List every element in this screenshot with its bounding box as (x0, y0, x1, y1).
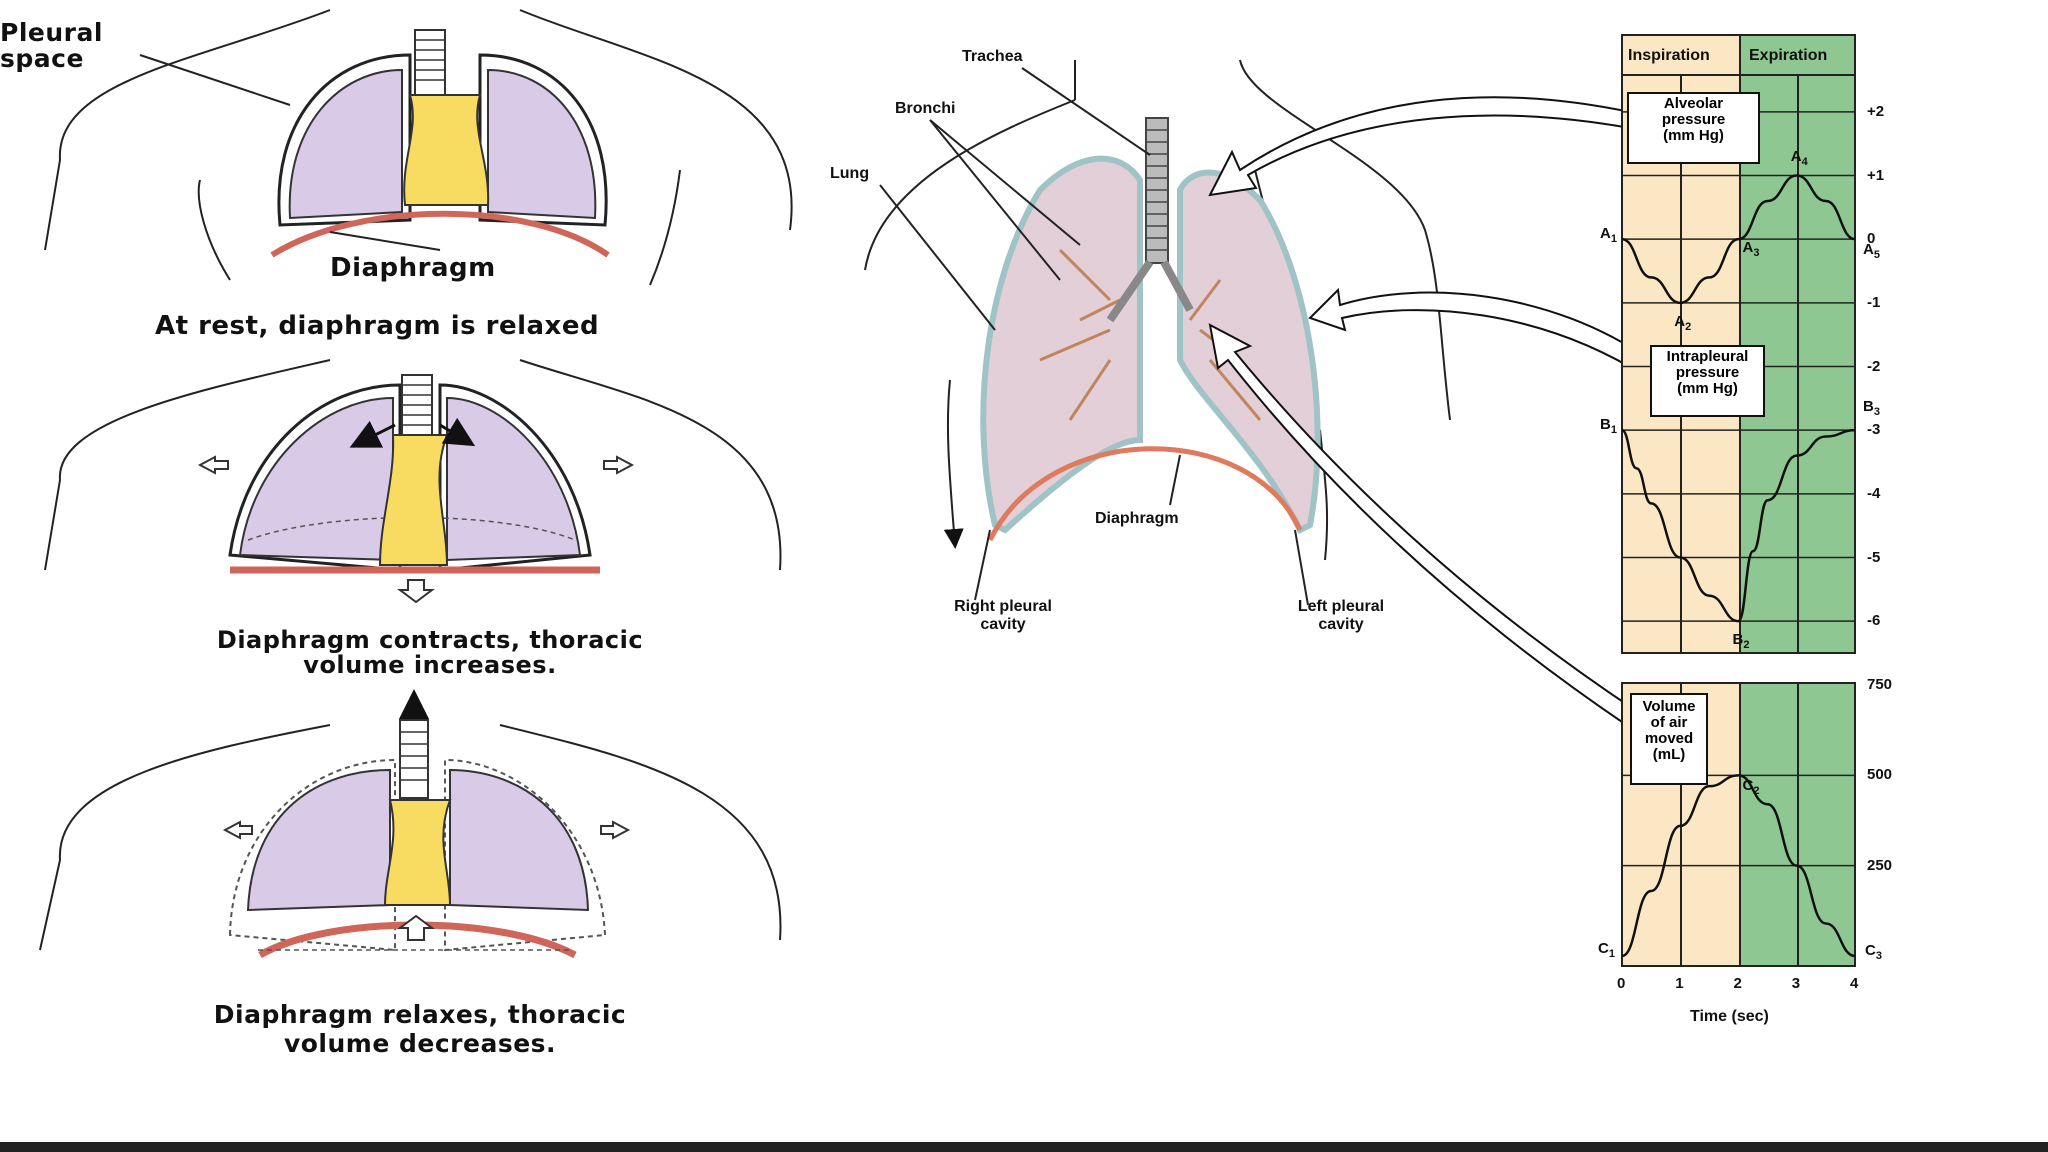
time-axis-label: Time (sec) (1690, 1008, 1769, 1025)
thorax-relaxed-diagram (39, 689, 782, 959)
pleural-space-label: Pleural space (0, 18, 103, 73)
point-label: A4 (1790, 147, 1808, 168)
point-label: A1 (1600, 225, 1617, 246)
right-pleural-cavity-label: Right pleural cavity (954, 598, 1052, 633)
thorax-at-rest-diagram (44, 9, 793, 286)
intrapleural-pressure-curve (1621, 428, 1856, 623)
expand-left-arrow-icon (197, 455, 229, 475)
point-label: C2 (1742, 777, 1760, 798)
lungs-anatomy-diagram (864, 59, 1451, 606)
pressure-y-tick: +2 (1867, 102, 1885, 120)
point-label: C3 (1865, 942, 1882, 962)
alveolar-pointer-arrow-icon (1208, 96, 1631, 197)
alveolar-pressure-curve (1621, 174, 1856, 305)
diaphragm-down-arrow-icon (397, 579, 435, 604)
contract-right-arrow-icon (600, 820, 631, 840)
bottom-frame-bar (0, 1142, 2048, 1152)
inspiration-label: Inspiration (1628, 47, 1710, 64)
volume-pointer-arrow-icon (1208, 323, 1637, 726)
point-label: B1 (1600, 416, 1617, 437)
diaphragm-label: Diaphragm (330, 253, 496, 283)
pressure-y-tick: -4 (1867, 484, 1881, 502)
alveolar-pressure-box: Alveolar pressure (mm Hg) (1627, 92, 1760, 164)
bronchi-label: Bronchi (895, 100, 956, 117)
diaphragm-illustration (987, 446, 1303, 542)
pressure-y-tick: -1 (1867, 293, 1881, 311)
volume-curve (1621, 774, 1856, 958)
pressure-y-tick: 0 (1867, 230, 1876, 248)
graph-pointer-arrows (1208, 96, 1652, 726)
pressure-y-tick: -6 (1867, 612, 1881, 630)
trachea-shape (414, 29, 446, 96)
pressure-y-tick: -2 (1867, 357, 1881, 375)
diaphragm-relaxed-line (270, 210, 610, 258)
time-x-tick: 3 (1791, 975, 1801, 992)
point-label: B3 (1863, 398, 1880, 419)
left-lung-shape (487, 68, 597, 220)
pressure-y-tick: -3 (1867, 421, 1881, 439)
right-lung-shape (288, 68, 403, 220)
pleural-space-pointer (139, 54, 291, 106)
caption-diaphragm-relaxes: Diaphragm relaxes, thoracic volume decre… (213, 1000, 627, 1058)
left-pleural-cavity-label: Left pleural cavity (1297, 598, 1385, 633)
time-x-tick: 2 (1733, 975, 1742, 992)
thorax-contracted-diagram (44, 359, 782, 604)
intrapleural-pressure-box: Intrapleural pressure (mm Hg) (1650, 345, 1765, 417)
mediastinum-shape (403, 94, 490, 206)
caption-diaphragm-contracts: Diaphragm contracts, thoracic volume inc… (216, 626, 644, 679)
caption-at-rest: At rest, diaphragm is relaxed (155, 311, 600, 341)
left-lung-illustration (1177, 169, 1321, 535)
point-label: A5 (1863, 241, 1880, 262)
expand-right-arrow-icon (603, 455, 635, 475)
time-x-tick: 0 (1617, 975, 1626, 992)
volume-y-tick: 750 (1867, 676, 1893, 693)
contract-left-arrow-icon (222, 820, 253, 840)
point-label: A3 (1742, 239, 1760, 260)
time-x-tick: 4 (1850, 975, 1859, 992)
point-label: B2 (1732, 631, 1750, 652)
time-x-tick: 1 (1675, 975, 1684, 992)
point-label: A2 (1674, 312, 1692, 333)
diaphragm-pointer (329, 231, 441, 251)
volume-y-tick: 250 (1867, 856, 1893, 874)
intrapleural-pointer-arrow-icon (1308, 287, 1652, 378)
diaphragm-up-arrow-icon (397, 914, 435, 941)
diaphragm-middle-label: Diaphragm (1095, 510, 1179, 527)
volume-y-tick: 500 (1867, 766, 1893, 784)
right-lung-illustration (980, 155, 1143, 534)
lung-label: Lung (830, 165, 870, 182)
point-label: C1 (1598, 940, 1615, 960)
expiration-label: Expiration (1749, 47, 1828, 64)
volume-air-box: Volume of air moved (mL) (1630, 693, 1708, 785)
trachea-label: Trachea (962, 48, 1023, 65)
pressure-y-tick: +1 (1867, 166, 1885, 184)
pressure-y-tick: -5 (1867, 548, 1881, 566)
